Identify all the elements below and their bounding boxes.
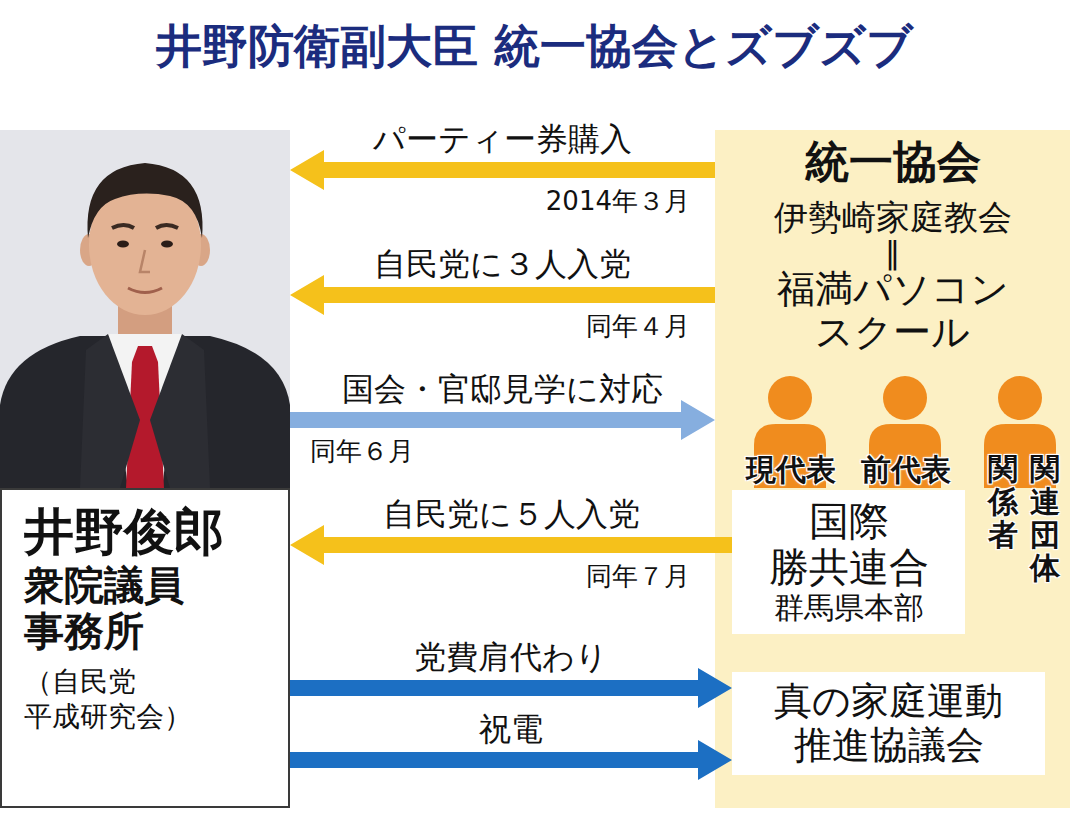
date-label: 同年６月 — [310, 434, 530, 469]
edge-label: 党費肩代わり — [414, 639, 608, 676]
date-label: 2014年３月 — [470, 184, 690, 219]
vertical-label: 関連団体 — [1030, 452, 1060, 584]
label-wrap: 同年６月 — [310, 434, 530, 469]
node-text: ‖ — [725, 238, 1060, 268]
node-heading: 井野俊郎 — [24, 504, 278, 562]
shirt — [108, 334, 182, 488]
org-box: 真の家庭運動 推進協議会 — [732, 672, 1045, 775]
person-label: 前代表 — [853, 450, 958, 491]
mouth — [128, 288, 162, 293]
edge-label: 自民党に５人入党 — [383, 496, 640, 533]
brow — [112, 225, 134, 228]
edge-label-wrap: 党費肩代わり — [414, 639, 608, 676]
node-text: 衆院議員 事務所 — [24, 562, 278, 654]
lapel — [150, 334, 210, 488]
edge-label-wrap: パーティー券購入 — [373, 121, 632, 158]
label-wrap: 関係者 — [988, 452, 1018, 551]
person-icon-head — [998, 376, 1042, 420]
label-wrap: 同年７月 — [470, 559, 690, 594]
edge-label-wrap: 国会・官邸見学に対応 — [342, 371, 663, 408]
edge-label-wrap: 祝電 — [479, 711, 543, 748]
node-text: 群馬県本部 — [746, 590, 951, 626]
label-wrap: 前代表 — [853, 450, 958, 491]
title-wrap: 井野防衛副大臣 統一協会とズブズブ — [0, 16, 1070, 78]
node-text: （自民党 平成研究会） — [24, 664, 278, 734]
photo-ground — [0, 130, 290, 488]
eye — [117, 241, 129, 248]
vertical-label: 関係者 — [988, 452, 1018, 551]
label-wrap: 現代表 — [738, 450, 843, 491]
org-box: 国際 勝共連合群馬県本部 — [732, 490, 965, 634]
tie — [126, 346, 164, 488]
edge-label: 国会・官邸見学に対応 — [342, 371, 663, 408]
label-wrap: 同年４月 — [470, 309, 690, 344]
edge-label-wrap: 自民党に５人入党 — [383, 496, 640, 533]
person-label: 現代表 — [738, 450, 843, 491]
suit — [0, 336, 290, 488]
nose — [140, 250, 150, 272]
label-wrap: 関連団体 — [1030, 452, 1060, 584]
edge-label: パーティー券購入 — [373, 121, 632, 158]
portrait-photo — [0, 130, 290, 488]
office-box: 井野俊郎衆院議員 事務所 （自民党 平成研究会） — [0, 130, 290, 808]
panel-ground — [715, 130, 1070, 808]
person-icon-head — [883, 376, 927, 420]
edge-label: 自民党に３人入党 — [374, 246, 631, 283]
face — [89, 175, 201, 315]
label-wrap: 2014年３月 — [470, 184, 690, 219]
node-text: 伊勢崎家庭教会 — [725, 197, 1060, 238]
hair — [87, 163, 202, 238]
edge-label-wrap: 自民党に３人入党 — [374, 246, 631, 283]
date-label: 同年４月 — [470, 309, 690, 344]
node-heading: 統一協会 — [725, 136, 1060, 189]
node-text: 福満パソコン スクール — [725, 268, 1060, 355]
neck — [118, 288, 172, 344]
edge-label: 祝電 — [479, 711, 543, 748]
eye — [161, 241, 173, 248]
node-heading: 国際 勝共連合 — [746, 498, 951, 590]
lapel — [80, 334, 140, 488]
ear — [192, 234, 210, 266]
node-heading: 真の家庭運動 推進協議会 — [746, 680, 1031, 767]
office-text-box: 井野俊郎衆院議員 事務所 （自民党 平成研究会） — [0, 488, 290, 808]
date-label: 同年７月 — [470, 559, 690, 594]
brow — [156, 225, 178, 228]
diagram-title: 井野防衛副大臣 統一協会とズブズブ — [0, 16, 1070, 78]
ear — [80, 234, 98, 266]
person-icon-head — [768, 376, 812, 420]
